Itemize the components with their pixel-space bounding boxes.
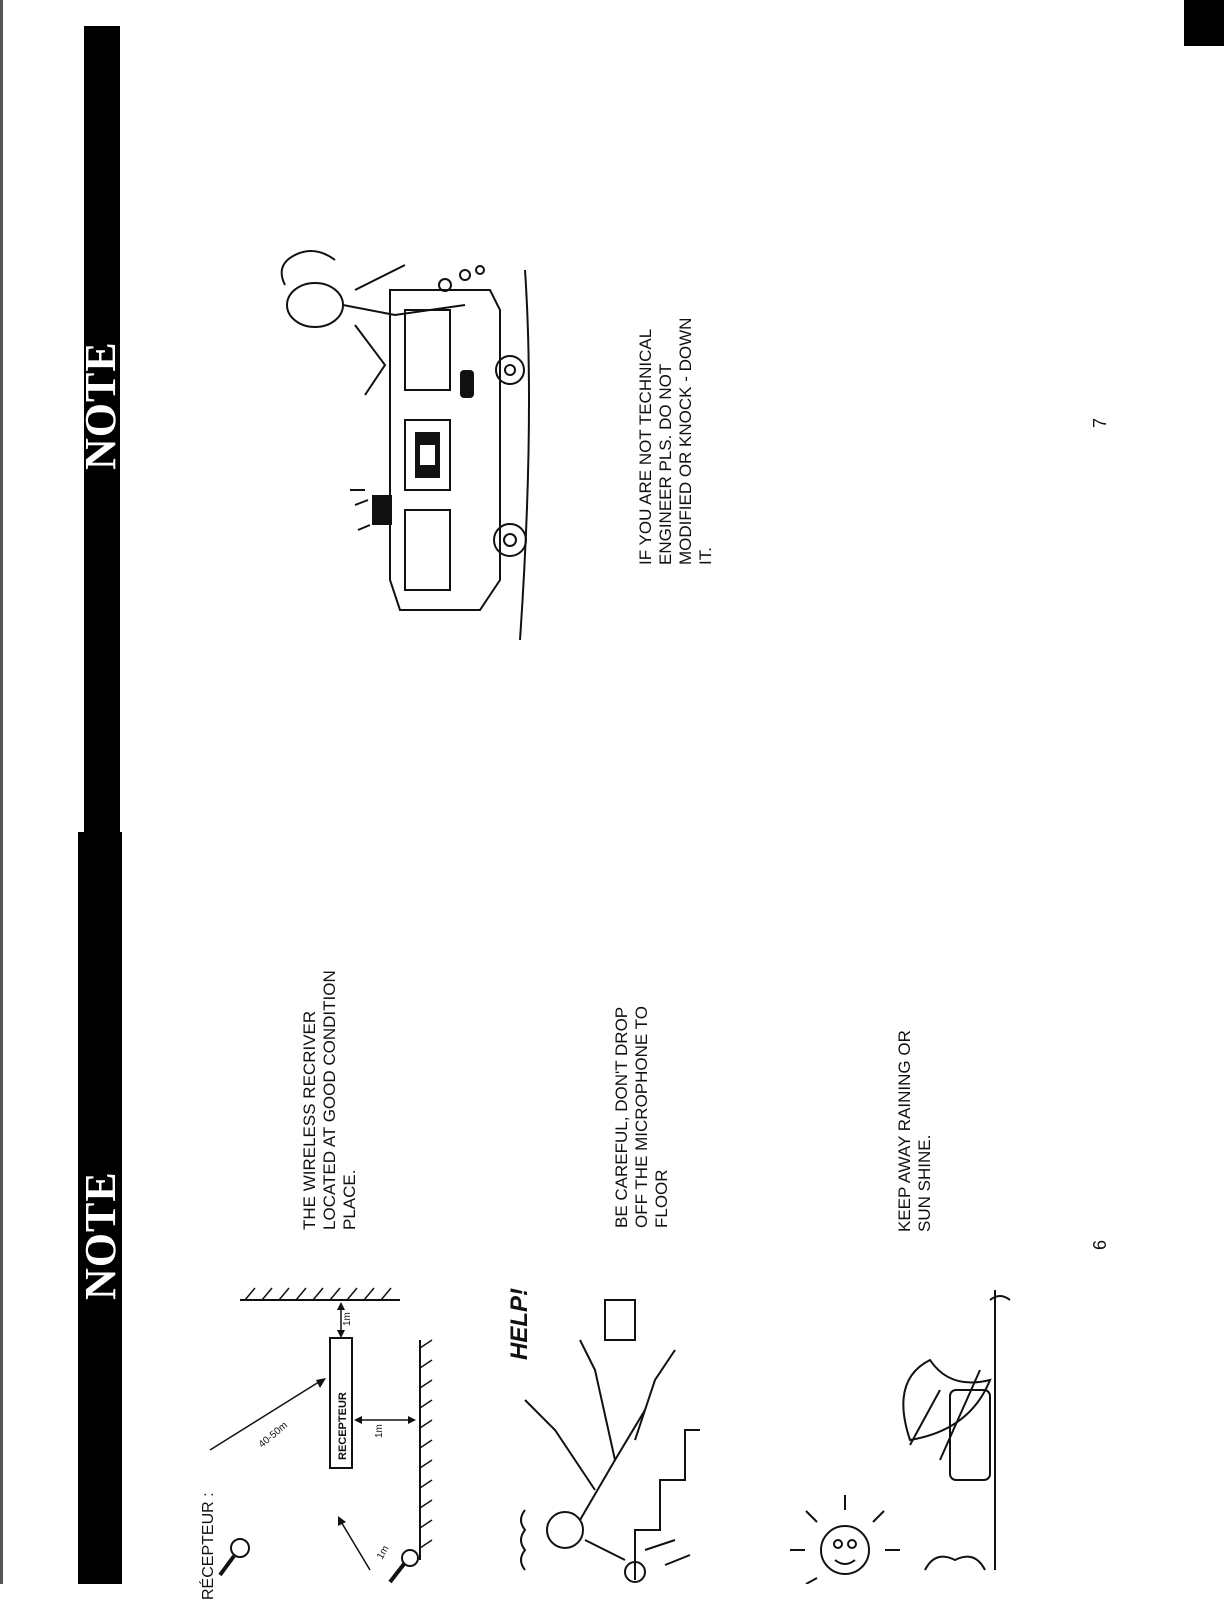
microphone-icon (220, 1539, 249, 1575)
receiver-box-label: RECEPTEUR (337, 1392, 349, 1460)
note-receiver-placement: THE WIRELESS RECRIVER LOCATED AT GOOD CO… (300, 970, 360, 1230)
page-number-left: 6 (1090, 1240, 1110, 1250)
page-number-right: 7 (1090, 418, 1110, 428)
note-keep-away: KEEP AWAY RAINING OR SUN SHINE. (895, 1030, 935, 1232)
help-text: HELP! (506, 1288, 533, 1360)
edge-line (0, 0, 3, 1584)
distance-long-label: 40-50m (257, 1420, 290, 1450)
corner-mark (1184, 0, 1224, 46)
microphone-icon (390, 1550, 418, 1582)
distance-wall-label: 1m (342, 1312, 353, 1326)
sun-rain-illustration (760, 1270, 1020, 1584)
receiver-diagram: RECEPTEUR 1m 1m 40-50m 1m (150, 1270, 440, 1584)
page-title-left: NOTE (79, 1171, 123, 1300)
note-dont-drop: BE CAREFUL, DON'T DROP OFF THE MICROPHON… (612, 1006, 672, 1228)
note-not-technical: IF YOU ARE NOT TECHNICAL ENGINEER PLS. D… (636, 318, 716, 565)
help-illustration: HELP! (485, 1280, 705, 1584)
distance-floor-label: 1m (374, 1424, 385, 1438)
woman-illustration (265, 245, 505, 425)
distance-short-label: 1m (375, 1544, 391, 1562)
page-title-right: NOTE (79, 341, 123, 470)
